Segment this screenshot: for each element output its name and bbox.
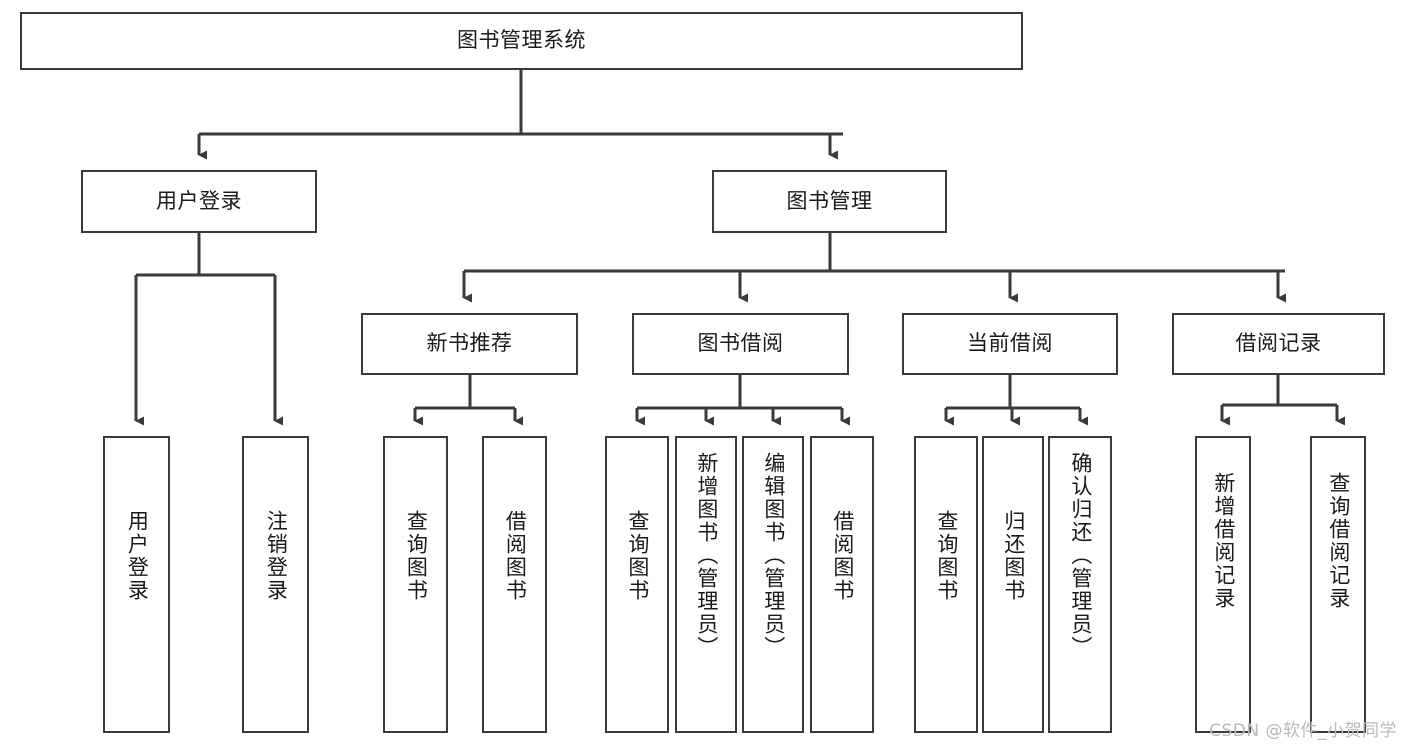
- node-label: 新增借阅记录: [1211, 472, 1236, 610]
- node-label: 查询图书: [625, 510, 650, 602]
- node-borrow-record[interactable]: 借阅记录: [1172, 313, 1385, 375]
- node-book-borrow[interactable]: 图书借阅: [632, 313, 849, 375]
- node-label: 借阅记录: [1235, 331, 1322, 356]
- node-user-login[interactable]: 用户登录: [81, 170, 317, 233]
- node-label: 注销登录: [264, 510, 289, 602]
- node-leaf-add-book-admin[interactable]: 新增图书（管理员）: [675, 436, 737, 733]
- node-root-system[interactable]: 图书管理系统: [20, 12, 1023, 70]
- node-leaf-return-book[interactable]: 归还图书: [982, 436, 1044, 733]
- csdn-watermark: CSDN @软件_小贺同学: [1209, 721, 1397, 741]
- node-label: 编辑图书（管理员）: [761, 452, 786, 659]
- node-label: 当前借阅: [967, 331, 1053, 356]
- node-label: 图书借阅: [697, 331, 784, 356]
- node-label: 新增图书（管理员）: [694, 452, 719, 659]
- node-leaf-query-book-borrow[interactable]: 查询图书: [605, 436, 669, 733]
- node-leaf-borrow-book-rec[interactable]: 借阅图书: [482, 436, 547, 733]
- node-leaf-user-login[interactable]: 用户登录: [103, 436, 170, 733]
- node-book-manage[interactable]: 图书管理: [712, 170, 947, 233]
- node-label: 查询图书: [934, 510, 959, 602]
- node-leaf-query-book-current[interactable]: 查询图书: [914, 436, 978, 733]
- node-leaf-query-borrow-record[interactable]: 查询借阅记录: [1310, 436, 1366, 733]
- node-label: 确认归还（管理员）: [1068, 452, 1093, 659]
- node-leaf-add-borrow-record[interactable]: 新增借阅记录: [1195, 436, 1251, 733]
- node-label: 查询图书: [404, 510, 429, 602]
- node-label: 查询借阅记录: [1326, 472, 1351, 610]
- node-current-borrow[interactable]: 当前借阅: [902, 313, 1118, 375]
- node-leaf-confirm-return-admin[interactable]: 确认归还（管理员）: [1048, 436, 1112, 733]
- node-label: 归还图书: [1001, 510, 1026, 602]
- node-label: 图书管理系统: [457, 28, 586, 53]
- node-leaf-user-logout[interactable]: 注销登录: [242, 436, 309, 733]
- node-leaf-edit-book-admin[interactable]: 编辑图书（管理员）: [742, 436, 804, 733]
- node-leaf-borrow-book-borrow[interactable]: 借阅图书: [810, 436, 874, 733]
- node-new-book-recommend[interactable]: 新书推荐: [361, 313, 578, 375]
- node-label: 借阅图书: [503, 510, 528, 602]
- node-label: 图书管理: [786, 188, 873, 213]
- node-label: 新书推荐: [426, 331, 513, 356]
- node-leaf-query-book-rec[interactable]: 查询图书: [383, 436, 448, 733]
- node-label: 借阅图书: [830, 510, 855, 602]
- node-label: 用户登录: [156, 188, 242, 213]
- node-label: 用户登录: [125, 510, 150, 602]
